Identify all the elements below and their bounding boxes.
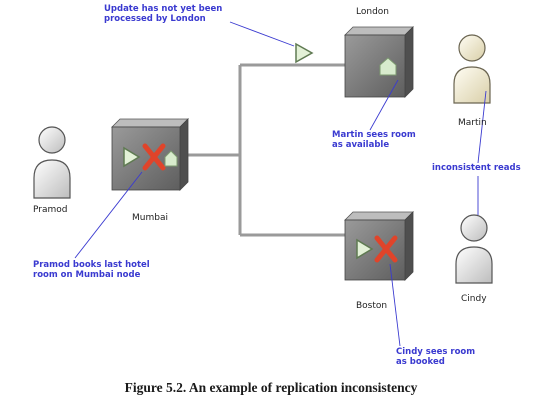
figure-caption: Figure 5.2. An example of replication in… xyxy=(124,380,418,395)
update-received-icon xyxy=(356,238,374,260)
mumbai-label: Mumbai xyxy=(132,213,168,223)
cindy-label: Cindy xyxy=(461,294,487,304)
pramod-label: Pramod xyxy=(33,205,68,215)
boston-label: Boston xyxy=(356,301,388,311)
london-node xyxy=(344,26,414,98)
pramod-books-note: Pramod books last hotel room on Mumbai n… xyxy=(33,260,150,280)
martin-label: Martin xyxy=(458,118,487,128)
cindy-person-icon xyxy=(455,214,493,284)
room-available-icon xyxy=(379,57,397,76)
room-icon xyxy=(164,150,178,167)
booked-cross-icon xyxy=(142,143,166,171)
booked-cross-icon xyxy=(374,235,398,263)
inconsistent-reads-note: inconsistent reads xyxy=(432,163,521,173)
pending-update-icon xyxy=(295,42,314,64)
pramod-person-icon xyxy=(33,126,71,199)
london-label: London xyxy=(356,7,389,17)
boston-node xyxy=(344,211,414,281)
update-not-processed-note: Update has not yet been processed by Lon… xyxy=(104,4,223,24)
cindy-sees-note: Cindy sees room as booked xyxy=(396,347,476,367)
mumbai-node xyxy=(111,118,189,191)
martin-person-icon xyxy=(453,34,491,104)
update-sent-icon xyxy=(123,146,141,168)
network-lines xyxy=(185,63,345,237)
martin-sees-note: Martin sees room as available xyxy=(332,130,416,150)
annotation-leaders xyxy=(74,21,487,347)
